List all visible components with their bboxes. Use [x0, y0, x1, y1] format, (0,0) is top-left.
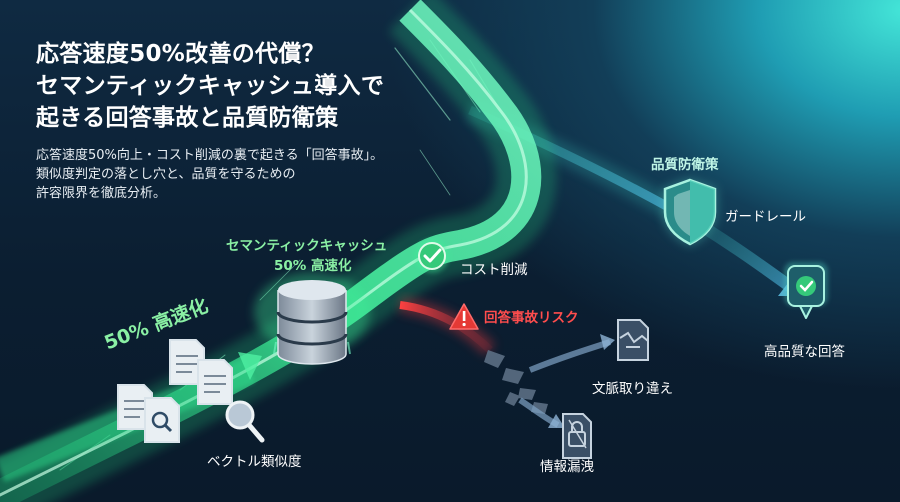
database-icon	[254, 272, 370, 365]
checkmark-icon	[415, 239, 449, 273]
info-leak-label: 情報漏洩	[540, 459, 594, 475]
magnifier-icon	[225, 400, 265, 443]
description-line-2: 類似度判定の落とし穴と、品質を守るための	[36, 167, 296, 182]
lock-icon	[562, 413, 592, 459]
broken-document-icon	[617, 319, 649, 361]
context-mistake-label: 文脈取り違え	[592, 381, 673, 397]
flow-arrowhead	[238, 352, 262, 380]
quality-defense-label: 品質防衛策	[651, 157, 719, 173]
accident-branch	[398, 297, 615, 428]
high-quality-answer-label: 高品質な回答	[764, 344, 845, 360]
vector-similarity-label: ベクトル類似度	[207, 454, 302, 470]
cache-label-line-1: セマンティックキャッシュ	[226, 238, 388, 254]
warning-icon	[449, 303, 479, 330]
document-icon	[117, 339, 233, 443]
description-line-3: 許容限界を徹底分析。	[36, 186, 167, 201]
title-line-2: セマンティックキャッシュ導入で	[36, 73, 385, 99]
description-line-1: 応答速度50%向上・コスト削減の裏で起きる「回答事故」。	[36, 148, 384, 163]
title-line-1: 応答速度50%改善の代償？	[36, 41, 325, 67]
description: 応答速度50%向上・コスト削減の裏で起きる「回答事故」。 類似度判定の落とし穴と…	[36, 146, 383, 203]
cache-label-line-2: 50% 高速化	[274, 258, 352, 274]
approved-badge-icon	[784, 262, 828, 319]
accident-risk-label: 回答事故リスク	[484, 310, 579, 326]
guardrail-label: ガードレール	[725, 209, 806, 225]
shield-icon	[663, 178, 717, 246]
cost-cut-label: コスト削減	[460, 262, 528, 278]
title-line-3: 起きる回答事故と品質防衛策	[36, 105, 339, 131]
page-title: 応答速度50%改善の代償？ セマンティックキャッシュ導入で 起きる回答事故と品質…	[36, 38, 384, 134]
